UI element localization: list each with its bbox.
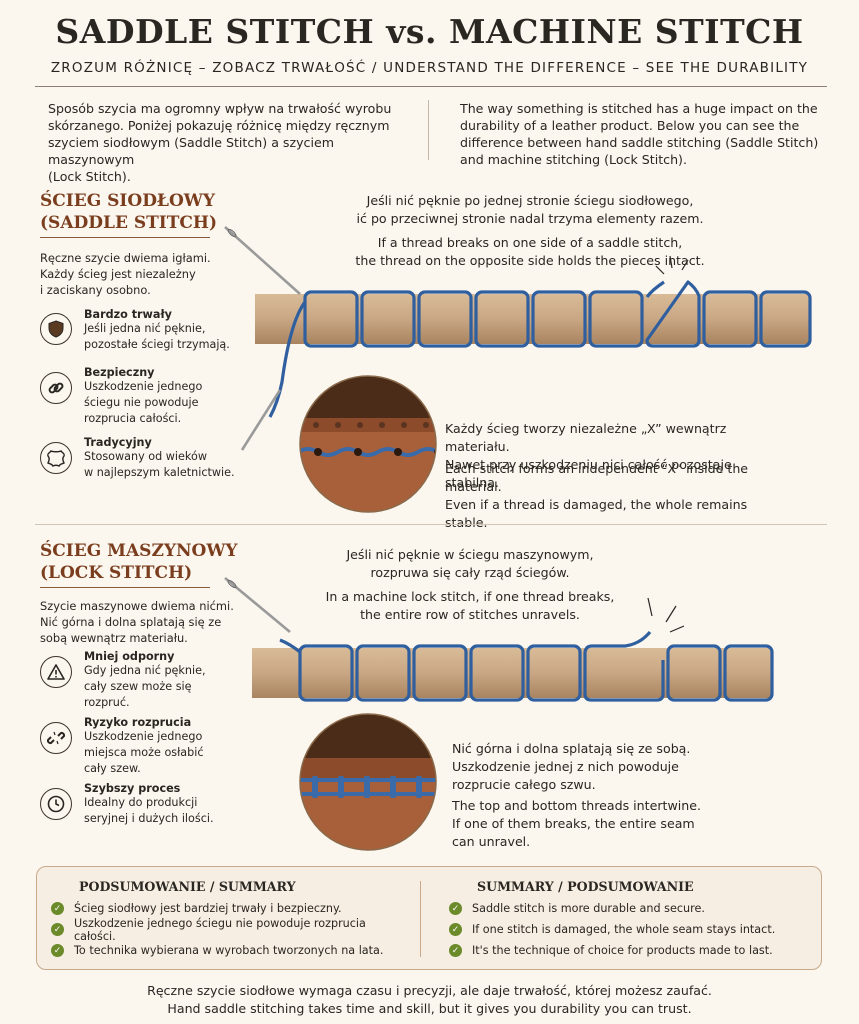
feature-very-durable: Bardzo trwały Jeśli jedna nić pęknie,poz… — [84, 308, 230, 351]
saddle-description: Ręczne szycie dwiema igłami.Każdy ścieg … — [40, 251, 211, 297]
saddle-heading-rule — [40, 237, 210, 238]
saddle-closeup — [299, 375, 437, 513]
check-icon: ✓ — [449, 944, 462, 957]
list-item: ✓If one stitch is damaged, the whole sea… — [449, 919, 809, 940]
break-spark-lines — [647, 597, 685, 633]
lock-heading-rule — [40, 587, 210, 588]
page-title: SADDLE STITCH vs. MACHINE STITCH — [55, 12, 804, 51]
summary-box: PODSUMOWANIE / SUMMARY ✓Ścieg siodłowy j… — [36, 866, 822, 970]
lock-detail-pl: Nić górna i dolna splatają się ze sobą.U… — [452, 741, 691, 792]
list-item: ✓Ścieg siodłowy jest bardziej trwały i b… — [51, 898, 411, 919]
needle-bottom — [240, 389, 282, 451]
lock-thread — [279, 630, 774, 702]
lock-description: Szycie maszynowe dwiema nićmi.Nić górna … — [40, 599, 234, 645]
clock-icon — [40, 788, 72, 820]
summary-left-heading: PODSUMOWANIE / SUMMARY — [79, 879, 296, 894]
summary-right-heading: SUMMARY / PODSUMOWANIE — [477, 879, 694, 894]
page-subtitle: ZROZUM RÓŻNICĘ – ZOBACZ TRWAŁOŚĆ / UNDER… — [50, 60, 809, 76]
shield-icon — [40, 313, 72, 345]
list-item: ✓To technika wybierana w wyrobach tworzo… — [51, 940, 411, 961]
break-spark-lines — [655, 255, 689, 275]
broken-link-icon — [40, 722, 72, 754]
list-item: ✓It's the technique of choice for produc… — [449, 940, 809, 961]
lock-detail-en: The top and bottom threads intertwine.If… — [452, 798, 701, 849]
check-icon: ✓ — [51, 944, 64, 957]
intro-divider — [428, 100, 429, 160]
warning-icon — [40, 656, 72, 688]
lock-heading: ŚCIEG MASZYNOWY(LOCK STITCH) — [40, 541, 238, 583]
needle-icon — [224, 226, 301, 295]
chain-link-icon — [40, 372, 72, 404]
lock-stitch-illustration — [224, 577, 774, 702]
saddle-detail-en: Each stitch forms an independent “X” ins… — [445, 461, 749, 530]
footer-note: Ręczne szycie siodłowe wymaga czasu i pr… — [147, 983, 712, 1016]
intro-en: The way something is stitched has a huge… — [460, 101, 819, 167]
lock-closeup — [299, 713, 437, 851]
summary-right-list: ✓Saddle stitch is more durable and secur… — [449, 898, 809, 961]
saddle-callout-pl: Jeśli nić pęknie po jednej stronie ścieg… — [356, 193, 704, 226]
leather-hide-icon — [40, 442, 72, 474]
list-item: ✓Uszkodzenie jednego ściegu nie powoduje… — [51, 917, 411, 943]
intro-pl: Sposób szycia ma ogromny wpływ na trwało… — [48, 101, 392, 184]
title-divider — [35, 86, 827, 87]
leather-strip — [252, 648, 772, 698]
check-icon: ✓ — [51, 902, 64, 915]
saddle-heading: ŚCIEG SIODŁOWY(SADDLE STITCH) — [40, 191, 217, 233]
lock-callout-pl: Jeśli nić pęknie w ściegu maszynowym,roz… — [346, 547, 594, 580]
saddle-thread — [268, 280, 812, 418]
check-icon: ✓ — [449, 923, 462, 936]
list-item: ✓Saddle stitch is more durable and secur… — [449, 898, 809, 919]
summary-divider — [420, 881, 421, 957]
saddle-detail-pl: Każdy ścieg tworzy niezależne „X” wewnąt… — [445, 421, 732, 490]
summary-left-list: ✓Ścieg siodłowy jest bardziej trwały i b… — [51, 898, 411, 961]
lock-callout-en: In a machine lock stitch, if one thread … — [325, 589, 615, 622]
saddle-callout-en: If a thread breaks on one side of a sadd… — [355, 235, 705, 268]
needle-icon — [224, 577, 291, 633]
check-icon: ✓ — [449, 902, 462, 915]
check-icon: ✓ — [51, 923, 64, 936]
section-divider — [35, 524, 827, 525]
saddle-stitch-illustration — [224, 226, 812, 451]
feature-less-resistant: Mniej odporny Gdy jedna nić pęknie,cały … — [84, 650, 206, 709]
